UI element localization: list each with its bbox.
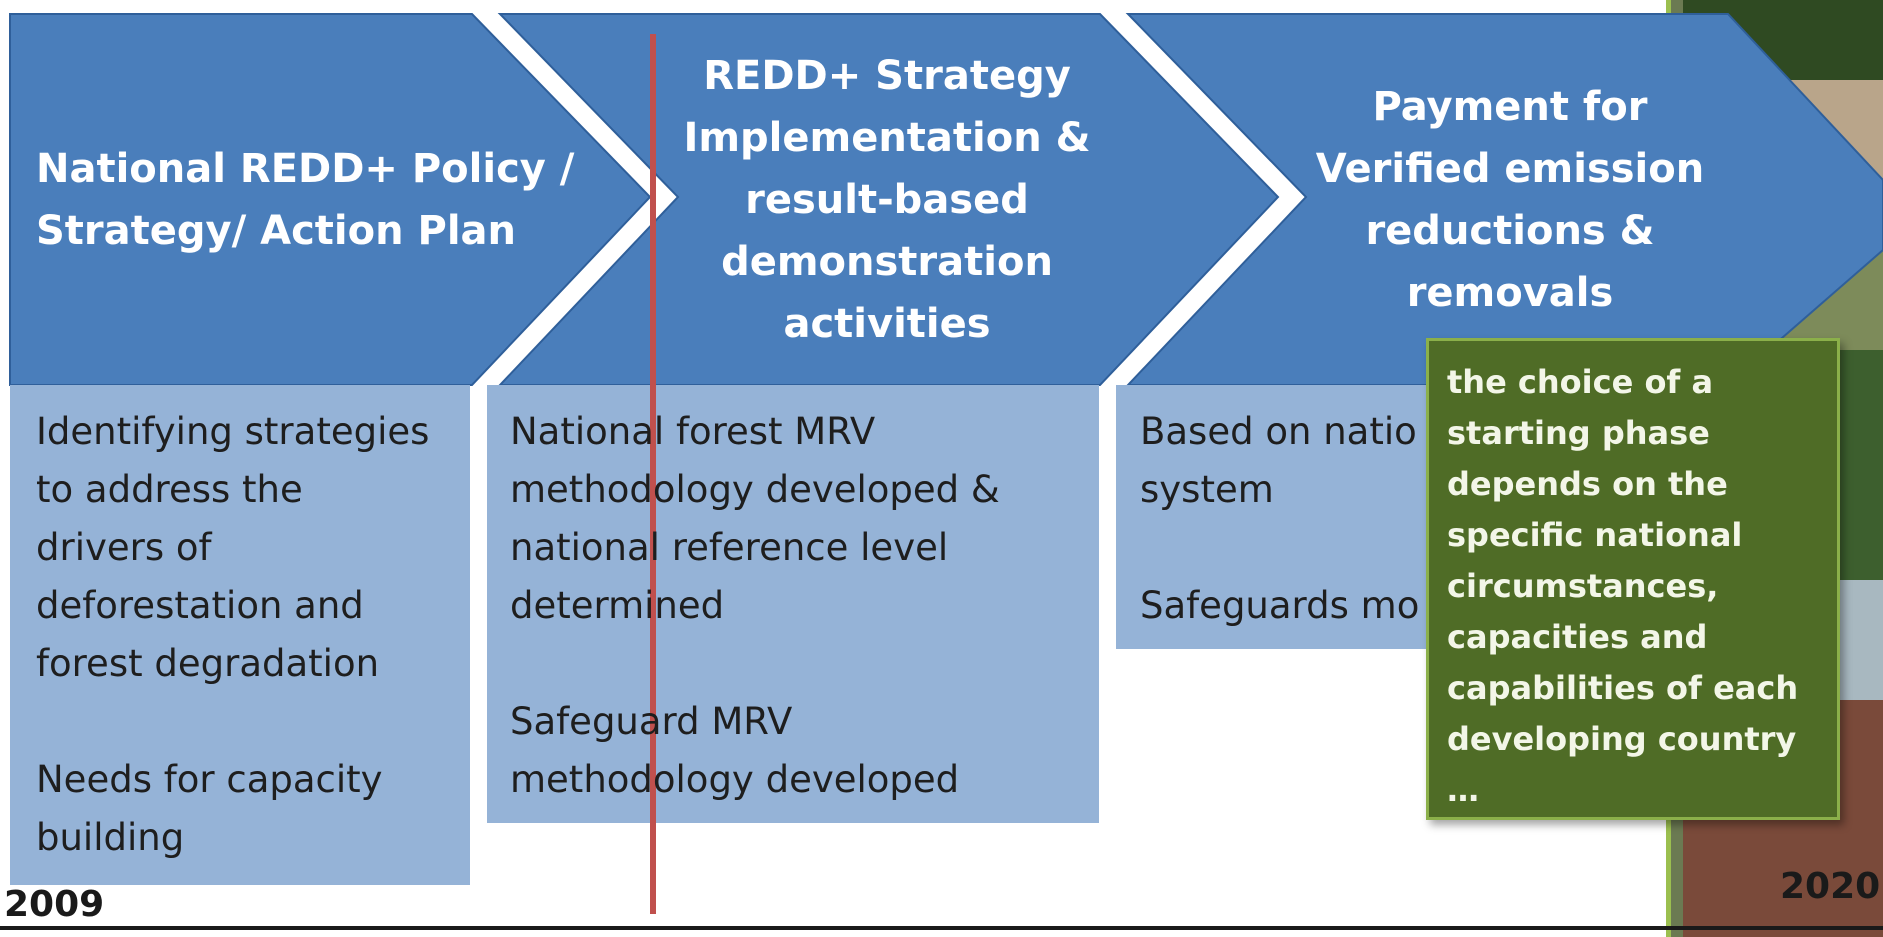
phase-2-title: REDD+ Strategy Implementation & result-b… <box>683 53 1091 347</box>
red-marker-line <box>650 34 656 914</box>
phase-2-arrow <box>497 13 1280 386</box>
phase-1-title: National REDD+ Policy / Strategy/ Action… <box>36 146 575 254</box>
phase-3-arrow <box>1125 13 1883 386</box>
phase-2-panel <box>487 385 1099 823</box>
phase-1-arrow <box>9 13 652 386</box>
starting-phase-note: the choice of a starting phase depends o… <box>1426 338 1840 820</box>
phase-1-panel <box>10 385 470 885</box>
phase-3-title: Payment for Verified emission reductions… <box>1315 84 1705 316</box>
timeline-start-year: 2009 <box>4 884 105 925</box>
phase-3-description: Based on natio system Safeguards mo <box>1140 410 1420 627</box>
phase-2-description: National forest MRV methodology develope… <box>510 410 1000 801</box>
phase-3-panel <box>1116 385 1428 649</box>
phase-1-description: Identifying strategies to address the dr… <box>36 410 430 859</box>
timeline-end-year: 2020 <box>1780 866 1881 907</box>
